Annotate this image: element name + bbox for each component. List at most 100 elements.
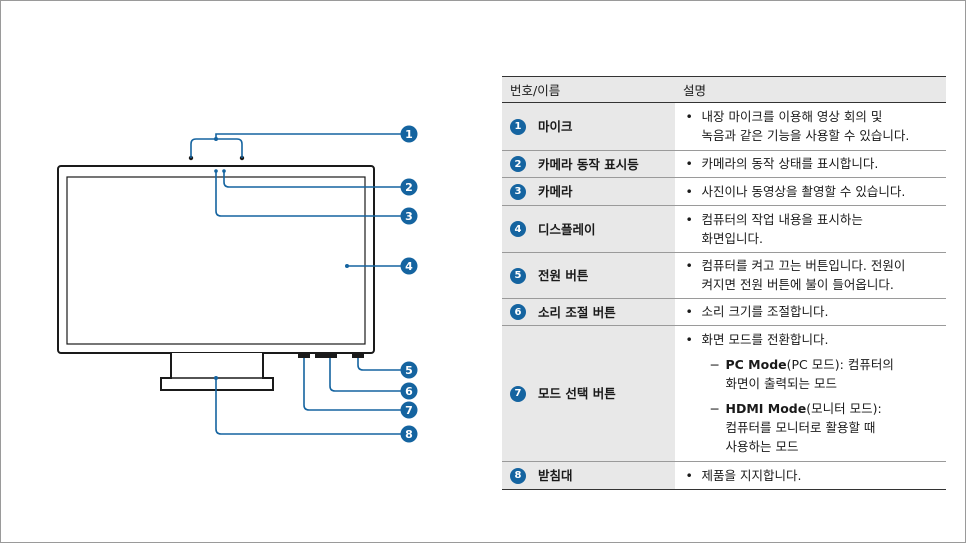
- bullet-glyph: •: [685, 109, 693, 124]
- bullet-glyph: •: [685, 467, 693, 483]
- row-number-badge: 8: [510, 467, 526, 484]
- leader-8: [215, 378, 406, 435]
- svg-text:3: 3: [405, 210, 413, 223]
- part-name: 디스플레이: [538, 221, 596, 237]
- callout-4: 4: [400, 257, 418, 275]
- leader-1: [215, 133, 406, 139]
- desc-line: 컴퓨터를 켜고 끄는 버튼입니다. 전원이: [701, 258, 906, 273]
- desc-line: 화면 모드를 전환합니다.: [701, 332, 829, 347]
- part-desc-cell: • 내장 마이크를 이용해 영상 회의 및 녹음과 같은 기능을 사용할 수 있…: [675, 102, 946, 151]
- part-name: 받침대: [538, 468, 573, 483]
- table-row: 5 전원 버튼 • 컴퓨터를 켜고 끄는 버튼입니다. 전원이 켜지면 전원 버…: [502, 252, 946, 299]
- part-name: 소리 조절 버튼: [538, 304, 616, 320]
- part-desc-cell: • 컴퓨터의 작업 내용을 표시하는 화면입니다.: [675, 205, 946, 253]
- mode-name: PC Mode: [725, 357, 787, 372]
- row-number-badge: 7: [510, 385, 526, 402]
- mode-button-shape: [298, 353, 310, 358]
- part-name: 마이크: [538, 119, 573, 134]
- part-name-cell: 8 받침대: [502, 461, 676, 490]
- table-row: 7 모드 선택 버튼 • 화면 모드를 전환합니다. − PC Mode(PC …: [502, 325, 946, 462]
- part-name-cell: 5 전원 버튼: [502, 252, 676, 299]
- table-header-row: 번호/이름 설명: [502, 76, 946, 103]
- mode-name: HDMI Mode: [725, 401, 807, 416]
- callout-1: 1: [400, 125, 418, 143]
- part-name: 전원 버튼: [538, 268, 589, 283]
- svg-text:1: 1: [405, 128, 413, 141]
- part-desc-cell: • 카메라의 동작 상태를 표시합니다.: [675, 150, 946, 178]
- part-desc-cell: • 사진이나 동영상을 촬영할 수 있습니다.: [675, 177, 946, 206]
- mode-desc-line: 컴퓨터를 모니터로 활용할 때: [725, 420, 876, 435]
- callout-2: 2: [400, 178, 418, 196]
- part-name-cell: 7 모드 선택 버튼: [502, 325, 676, 462]
- svg-text:4: 4: [405, 260, 413, 273]
- row-number-badge: 2: [510, 156, 526, 172]
- desc-line: 사진이나 동영상을 촬영할 수 있습니다.: [701, 183, 906, 199]
- monitor-diagram: 1 2 3 4 5 6 7 8: [57, 125, 418, 443]
- svg-text:7: 7: [405, 404, 413, 417]
- row-number-badge: 4: [510, 221, 526, 237]
- part-desc-cell: • 소리 크기를 조절합니다.: [675, 298, 946, 326]
- leader-6: [329, 358, 406, 392]
- part-name-cell: 4 디스플레이: [502, 205, 676, 253]
- row-number-badge: 1: [510, 118, 526, 135]
- table-row: 4 디스플레이 • 컴퓨터의 작업 내용을 표시하는 화면입니다.: [502, 205, 946, 253]
- header-name: 번호/이름: [502, 76, 675, 103]
- bullet-glyph: •: [685, 183, 693, 199]
- part-desc-cell: • 컴퓨터를 켜고 끄는 버튼입니다. 전원이 켜지면 전원 버튼에 불이 들어…: [675, 252, 946, 299]
- leader-3: [215, 171, 406, 217]
- desc-line: 녹음과 같은 기능을 사용할 수 있습니다.: [701, 128, 910, 143]
- mode-item-pc: − PC Mode(PC 모드): 컴퓨터의 화면이 출력되는 모드: [710, 355, 939, 393]
- desc-line: 내장 마이크를 이용해 영상 회의 및: [701, 109, 883, 124]
- desc-line: 소리 크기를 조절합니다.: [701, 304, 829, 319]
- part-name: 카메라: [538, 184, 573, 199]
- mode-item-hdmi: − HDMI Mode(모니터 모드): 컴퓨터를 모니터로 활용할 때 사용하…: [710, 399, 939, 456]
- bullet-glyph: •: [685, 156, 693, 171]
- part-name-cell: 6 소리 조절 버튼: [502, 298, 676, 326]
- part-name-cell: 3 카메라: [502, 177, 676, 206]
- row-number-badge: 6: [510, 304, 526, 320]
- table-row: 6 소리 조절 버튼 • 소리 크기를 조절합니다.: [502, 298, 946, 326]
- stand-shape: [160, 353, 274, 391]
- parts-table-container: 번호/이름 설명 1 마이크 • 내장: [502, 76, 946, 490]
- leader-5: [357, 358, 406, 371]
- table-row: 2 카메라 동작 표시등 • 카메라의 동작 상태를 표시합니다.: [502, 150, 946, 178]
- callout-3: 3: [400, 207, 418, 225]
- desc-line: 제품을 지지합니다.: [701, 467, 802, 483]
- dash-glyph: −: [709, 357, 720, 372]
- table-row: 1 마이크 • 내장 마이크를 이용해 영상 회의 및 녹음과 같은 기능을 사…: [502, 102, 946, 151]
- parts-table: 번호/이름 설명 1 마이크 • 내장: [502, 76, 946, 490]
- part-name: 모드 선택 버튼: [538, 386, 616, 401]
- part-name-cell: 1 마이크: [502, 102, 676, 151]
- row-number-badge: 3: [510, 183, 526, 200]
- row-number-badge: 5: [510, 267, 526, 284]
- bullet-glyph: •: [685, 332, 693, 347]
- table-row: 8 받침대 • 제품을 지지합니다.: [502, 461, 946, 490]
- desc-line: 카메라의 동작 상태를 표시합니다.: [701, 156, 879, 171]
- part-name-cell: 2 카메라 동작 표시등: [502, 150, 676, 178]
- table-row: 3 카메라 • 사진이나 동영상을 촬영할 수 있습니다.: [502, 177, 946, 206]
- svg-text:8: 8: [405, 428, 413, 441]
- desc-line: 켜지면 전원 버튼에 불이 들어옵니다.: [701, 277, 894, 292]
- part-desc-cell: • 제품을 지지합니다.: [675, 461, 946, 490]
- bullet-glyph: •: [685, 258, 693, 273]
- callout-5: 5: [400, 361, 418, 379]
- header-desc: 설명: [675, 76, 946, 103]
- mode-desc-line: 화면이 출력되는 모드: [725, 376, 837, 391]
- callout-6: 6: [400, 382, 418, 400]
- leader-7: [303, 358, 406, 411]
- power-button-shape: [352, 353, 364, 358]
- dash-glyph: −: [709, 401, 720, 416]
- bullet-glyph: •: [685, 211, 693, 227]
- desc-line: 컴퓨터의 작업 내용을 표시하는: [701, 211, 863, 227]
- bullet-glyph: •: [685, 304, 693, 319]
- part-name: 카메라 동작 표시등: [538, 156, 639, 172]
- svg-text:6: 6: [405, 385, 413, 398]
- callout-7: 7: [400, 401, 418, 419]
- volume-button-shape: [315, 353, 337, 358]
- mode-desc: (PC 모드): 컴퓨터의: [786, 357, 894, 372]
- callout-8: 8: [400, 425, 418, 443]
- desc-line: 화면입니다.: [701, 230, 763, 246]
- leader-2: [223, 171, 406, 188]
- svg-text:5: 5: [405, 364, 413, 377]
